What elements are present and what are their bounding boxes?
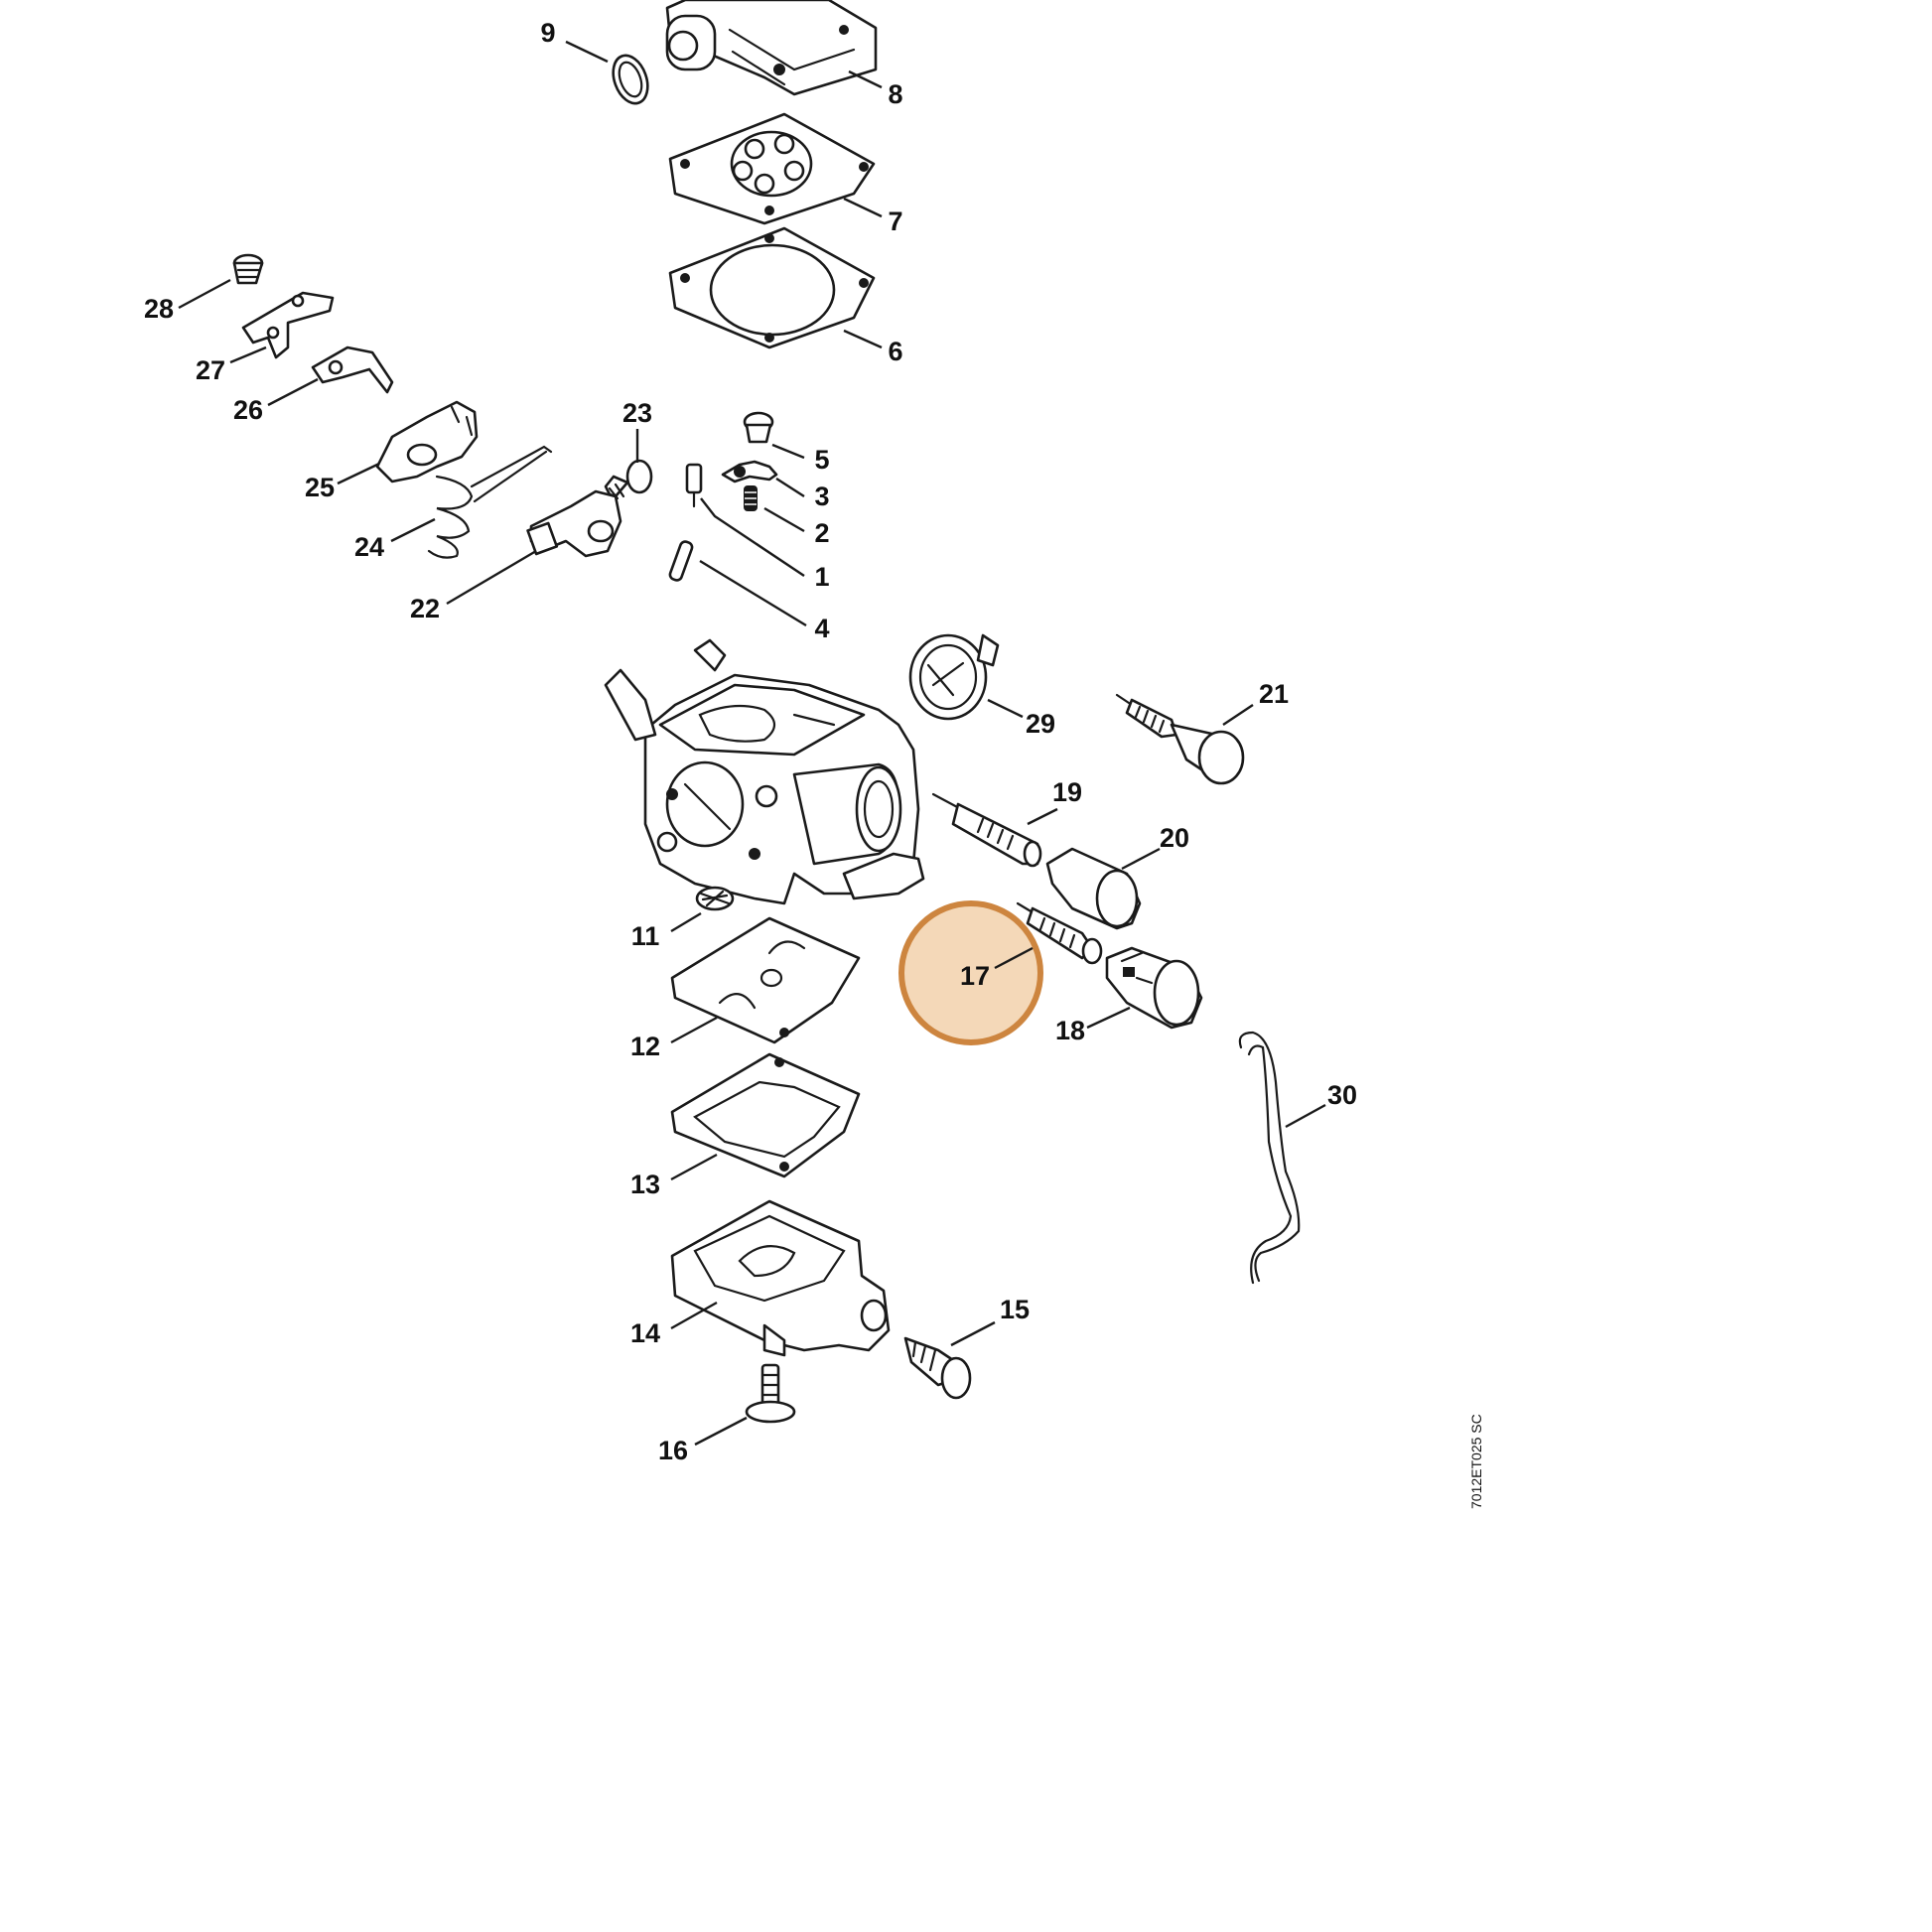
leader-26: [267, 377, 319, 407]
part-3-control-lever[interactable]: [721, 460, 778, 483]
part-7-pump-diaphragm[interactable]: [668, 112, 876, 225]
leader-11: [670, 911, 702, 933]
leader-30: [1285, 1103, 1326, 1129]
callout-22[interactable]: 22: [410, 594, 440, 623]
callout-30[interactable]: 30: [1327, 1080, 1357, 1110]
part-14-end-cover[interactable]: [670, 1199, 891, 1357]
part-19-adjusting-screw[interactable]: [931, 792, 1042, 868]
callout-19[interactable]: 19: [1052, 777, 1082, 807]
leader-13: [670, 1153, 718, 1181]
callout-20[interactable]: 20: [1160, 823, 1189, 853]
callout-18[interactable]: 18: [1055, 1016, 1085, 1045]
callout-21[interactable]: 21: [1259, 679, 1289, 709]
part-20-limiter-cap[interactable]: [1045, 847, 1142, 930]
callout-24[interactable]: 24: [354, 532, 384, 562]
callout-29[interactable]: 29: [1026, 709, 1055, 739]
carburetor-body: [604, 638, 925, 905]
callout-1[interactable]: 1: [814, 562, 829, 592]
part-16-screw[interactable]: [745, 1363, 796, 1424]
part-4-pin[interactable]: [668, 540, 694, 582]
leader-16: [694, 1416, 748, 1447]
part-26-lever[interactable]: [311, 345, 394, 394]
part-15-screw[interactable]: [903, 1336, 972, 1400]
part-22-shaft-lever[interactable]: [526, 489, 622, 558]
callout-15[interactable]: 15: [1000, 1295, 1030, 1324]
callout-4[interactable]: 4: [814, 614, 829, 643]
leader-24: [390, 517, 436, 543]
part-21-adjusting-screw[interactable]: [1115, 693, 1245, 785]
leader-22: [446, 549, 537, 606]
callout-13[interactable]: 13: [630, 1170, 660, 1199]
leader-6: [843, 329, 883, 349]
part-30-rod[interactable]: [1238, 1031, 1301, 1285]
part-9-o-ring[interactable]: [607, 51, 653, 108]
part-18-limiter-cap[interactable]: [1105, 946, 1203, 1030]
part-17-adjusting-screw[interactable]: [1016, 901, 1103, 965]
part-6-gasket[interactable]: [668, 226, 876, 349]
part-23-screw[interactable]: [604, 459, 653, 500]
callout-14[interactable]: 14: [630, 1318, 660, 1348]
callout-5[interactable]: 5: [814, 445, 829, 475]
highlight-marker: [898, 900, 1043, 1045]
callout-7[interactable]: 7: [888, 207, 902, 236]
leader-9: [565, 40, 609, 64]
callout-labels: 9 8 7 6 28 27 26 25 24 22 23 5 3 2 1 4 2…: [144, 18, 1357, 1465]
leader-3: [775, 477, 805, 498]
part-2-spring[interactable]: [744, 485, 758, 511]
callout-3[interactable]: 3: [814, 482, 829, 511]
callout-6[interactable]: 6: [888, 337, 902, 366]
part-25-throttle-lever[interactable]: [375, 400, 479, 483]
leader-14: [670, 1301, 718, 1330]
part-8-cover[interactable]: [665, 0, 878, 96]
callout-23[interactable]: 23: [622, 398, 652, 428]
leader-7: [843, 197, 883, 218]
leader-19: [1027, 807, 1058, 826]
leader-15: [950, 1320, 996, 1347]
leader-20: [1121, 847, 1161, 871]
callout-25[interactable]: 25: [305, 473, 335, 502]
leader-17: [994, 946, 1034, 970]
leader-4: [699, 559, 807, 627]
callout-12[interactable]: 12: [630, 1032, 660, 1061]
part-1-inlet-needle[interactable]: [685, 463, 703, 508]
part-27-bracket[interactable]: [241, 291, 335, 359]
part-12-metering-diaphragm[interactable]: [670, 916, 861, 1044]
leader-29: [987, 698, 1024, 719]
leader-5: [771, 443, 805, 460]
drawing-code: 7012ET025 SC: [1468, 1414, 1484, 1509]
callout-28[interactable]: 28: [144, 294, 174, 324]
leader-28: [178, 278, 231, 310]
part-24-torsion-spring[interactable]: [427, 445, 553, 559]
leader-8: [848, 69, 883, 89]
callout-17[interactable]: 17: [960, 961, 990, 991]
part-28-screw[interactable]: [232, 253, 264, 285]
leader-21: [1222, 704, 1254, 726]
leader-lines: [178, 40, 1326, 1447]
part-5-screw[interactable]: [743, 411, 774, 444]
leader-2: [763, 506, 805, 533]
callout-16[interactable]: 16: [658, 1436, 688, 1465]
leader-18: [1086, 1006, 1131, 1030]
callout-26[interactable]: 26: [233, 395, 263, 425]
callout-9[interactable]: 9: [540, 18, 555, 48]
callout-2[interactable]: 2: [814, 518, 829, 548]
leader-27: [229, 345, 267, 364]
callout-27[interactable]: 27: [196, 355, 225, 385]
leader-12: [670, 1016, 718, 1044]
part-11-fuel-strainer[interactable]: [695, 886, 735, 911]
callout-8[interactable]: 8: [888, 79, 902, 109]
leader-25: [337, 462, 380, 485]
part-13-gasket[interactable]: [670, 1052, 861, 1178]
callout-11[interactable]: 11: [631, 921, 660, 951]
leader-1: [700, 497, 805, 577]
part-29-cap[interactable]: [908, 633, 1000, 721]
